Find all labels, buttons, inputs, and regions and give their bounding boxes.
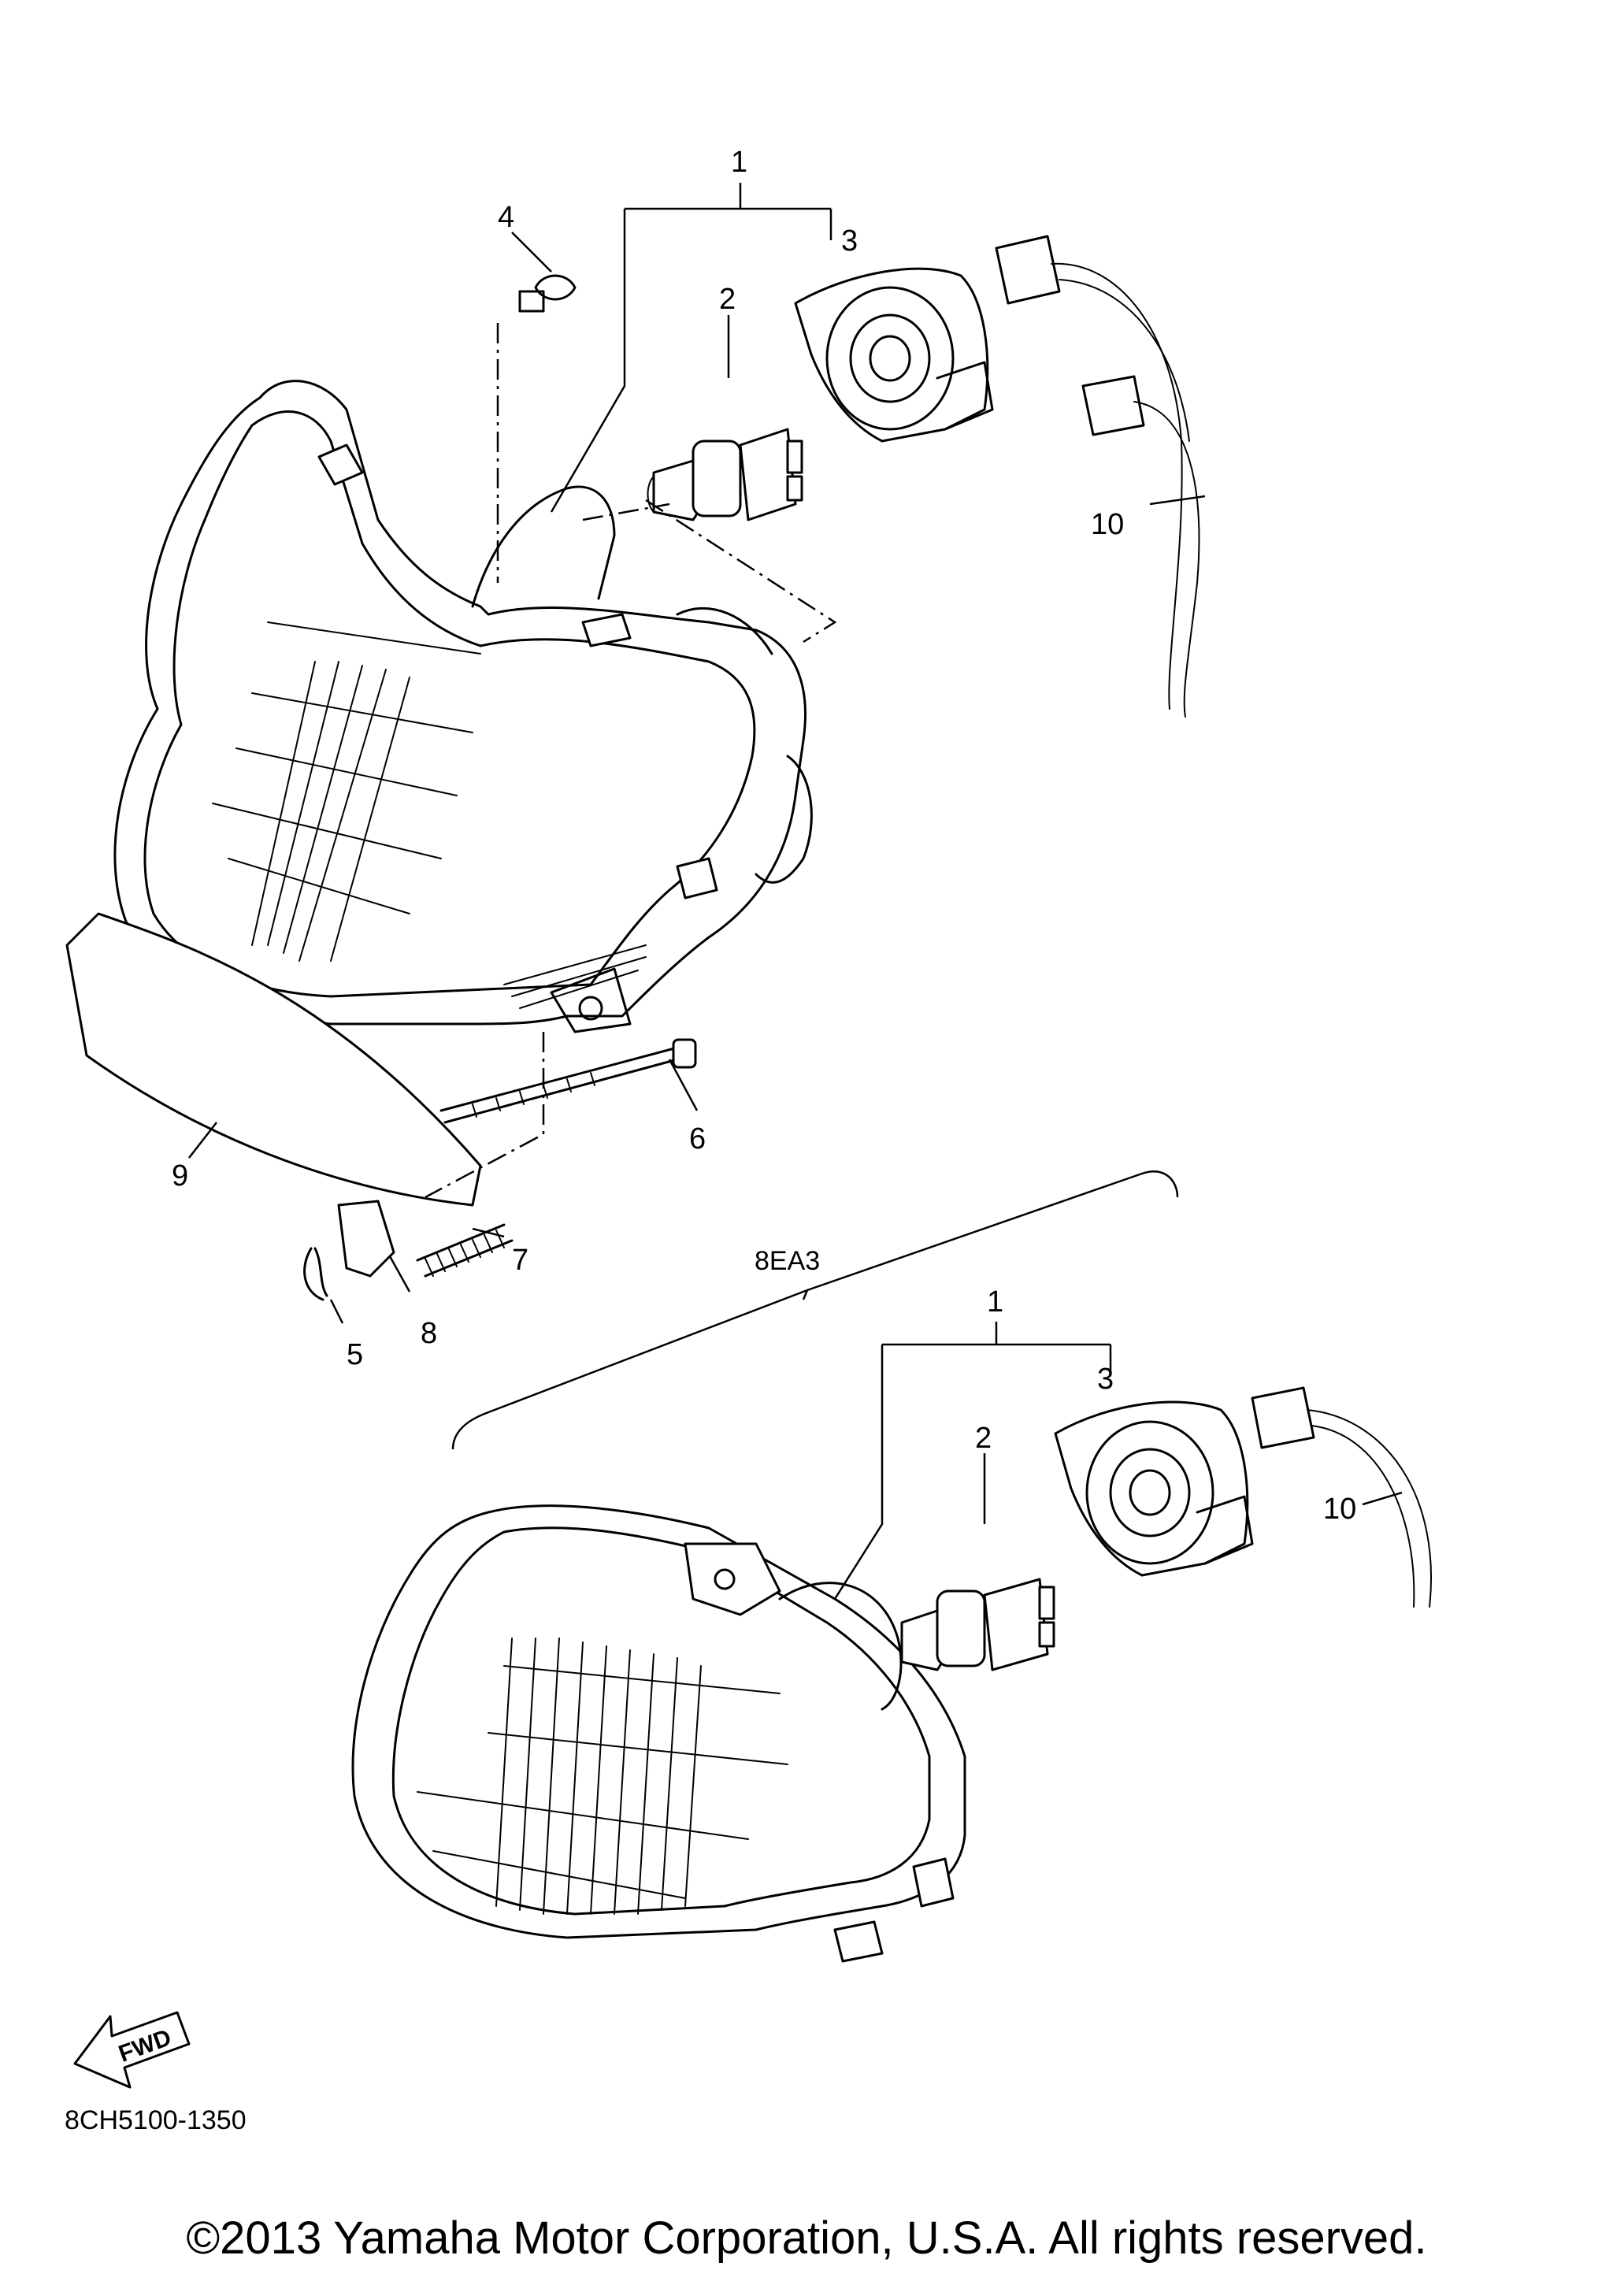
callout-upper-10: 10 — [1091, 508, 1124, 541]
callout-lower-2: 2 — [975, 1422, 992, 1455]
part-8-nut-clip — [337, 1200, 395, 1278]
callout-upper-3: 3 — [841, 224, 858, 258]
part-7-spring — [416, 1223, 514, 1278]
upper-part-1-bracket — [550, 183, 832, 513]
upper-wire-harness — [995, 235, 1200, 718]
callout-lower-3: 3 — [1097, 1363, 1114, 1396]
fwd-arrow-icon: FWD — [73, 2011, 191, 2089]
part-5-pin — [303, 1247, 328, 1301]
callout-upper-5: 5 — [347, 1338, 363, 1371]
part-4-rivet — [518, 274, 577, 313]
upper-assembly-lines — [425, 323, 837, 1199]
variant-brace — [451, 1170, 1179, 1450]
lower-headlight-assembly — [351, 1504, 966, 1963]
callout-upper-8: 8 — [421, 1317, 437, 1350]
callout-upper-2: 2 — [719, 283, 736, 316]
copyright-notice: ©2013 Yamaha Motor Corporation, U.S.A. A… — [186, 2213, 1427, 2264]
lower-socket-cover — [1054, 1400, 1254, 1577]
upper-bulb — [647, 428, 803, 521]
callout-upper-1: 1 — [731, 146, 747, 179]
upper-socket-cover — [794, 267, 994, 443]
lower-wire-harness — [1251, 1386, 1433, 1608]
callout-lower-10: 10 — [1323, 1493, 1356, 1526]
callout-upper-7: 7 — [512, 1244, 528, 1277]
callout-upper-4: 4 — [498, 201, 514, 234]
callout-upper-9: 9 — [172, 1159, 188, 1193]
lower-part-1-bracket — [833, 1322, 1403, 1600]
part-9-reflector-strip — [65, 912, 482, 1207]
upper-headlight-assembly — [113, 380, 813, 1033]
upper-callout-leaders — [188, 232, 1206, 1324]
callout-upper-6: 6 — [689, 1122, 706, 1155]
variant-code-label: 8EA3 — [755, 1246, 820, 1276]
part-6-adjusting-screw — [439, 1038, 697, 1124]
callout-lower-1: 1 — [987, 1285, 1003, 1319]
variant-brace-pointer — [802, 1289, 809, 1300]
diagram-code: 8CH5100-1350 — [65, 2105, 247, 2135]
lower-bulb — [900, 1578, 1055, 1671]
